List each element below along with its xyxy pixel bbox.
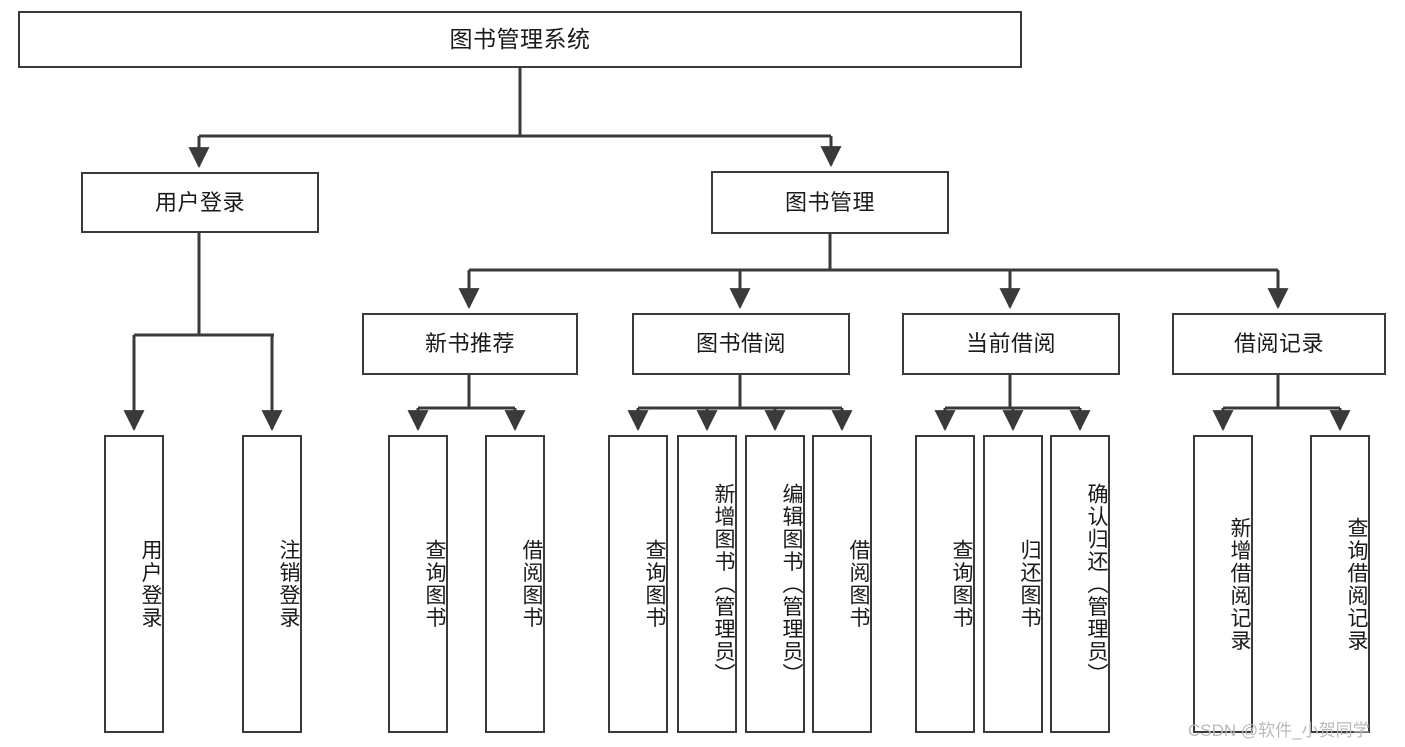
leaf-label: 注销登录 [277,539,300,629]
leaf-query-borrow-record[interactable]: 查询借阅记录 [1310,435,1370,733]
leaf-add-book-admin[interactable]: 新增图书（管理员） [677,435,737,733]
leaf-label: 查询借阅记录 [1345,516,1368,652]
leaf-query-book-current[interactable]: 查询图书 [915,435,975,733]
leaf-query-book-borrow[interactable]: 查询图书 [608,435,668,733]
leaf-return-book[interactable]: 归还图书 [983,435,1043,733]
watermark: CSDN @软件_小贺同学 [1188,721,1370,740]
leaf-logout[interactable]: 注销登录 [242,435,302,733]
node-book-management[interactable]: 图书管理 [711,171,949,234]
leaf-label: 查询图书 [423,539,446,629]
node-new-book-recommend[interactable]: 新书推荐 [362,313,578,375]
node-root[interactable]: 图书管理系统 [18,11,1022,68]
leaf-confirm-return-admin[interactable]: 确认归还（管理员） [1050,435,1110,733]
leaf-add-borrow-record[interactable]: 新增借阅记录 [1193,435,1253,733]
leaf-label: 确认归还（管理员） [1085,482,1108,686]
leaf-label: 用户登录 [139,539,162,629]
leaf-query-book-recommend[interactable]: 查询图书 [388,435,448,733]
node-book-borrow[interactable]: 图书借阅 [632,313,850,375]
node-current-borrow[interactable]: 当前借阅 [902,313,1120,375]
leaf-borrow-book-recommend[interactable]: 借阅图书 [485,435,545,733]
leaf-label: 查询图书 [643,539,666,629]
leaf-label: 编辑图书（管理员） [780,482,803,686]
leaf-label: 借阅图书 [847,539,870,629]
leaf-user-login[interactable]: 用户登录 [104,435,164,733]
leaf-label: 查询图书 [950,539,973,629]
leaf-label: 归还图书 [1018,539,1041,629]
leaf-borrow-book[interactable]: 借阅图书 [812,435,872,733]
node-user-login[interactable]: 用户登录 [81,172,319,233]
leaf-edit-book-admin[interactable]: 编辑图书（管理员） [745,435,805,733]
leaf-label: 新增图书（管理员） [712,482,735,686]
leaf-label: 借阅图书 [520,539,543,629]
node-borrow-record[interactable]: 借阅记录 [1172,313,1386,375]
leaf-label: 新增借阅记录 [1228,516,1251,652]
